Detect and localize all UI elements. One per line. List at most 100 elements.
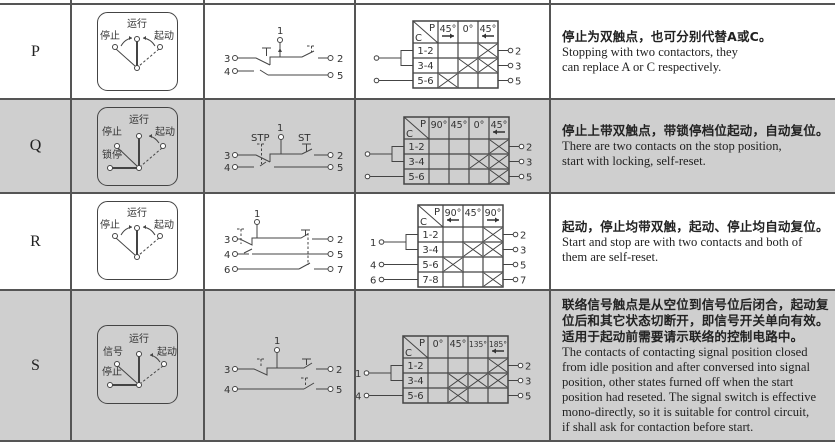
position-label-run: 运行 [127,17,147,30]
grid-line [70,0,72,442]
position-label-start: 起动 [154,30,174,42]
closed-contact-mark [443,257,463,272]
closed-contact-mark [468,373,488,388]
position-diagram: 运行 停止 起动 锁停 [97,107,178,186]
closed-contact-mark [448,388,468,403]
contact-row-label: 5-6 [407,391,423,402]
terminal-label: 2 [520,231,526,242]
bracket-lead [390,365,403,381]
terminal-icon [373,55,380,61]
corner-label-c: C [415,33,422,44]
arrow-head-icon [447,217,451,223]
terminal-label: 6 [370,276,376,287]
column-header: 45° [465,208,482,219]
terminal-label: 3 [224,235,230,246]
description-en: from idle position and after conversed i… [562,359,810,374]
description: 停止为双触点，也可分别代替A或C。 Stopping with two cont… [562,4,830,99]
closed-contact-mark [488,373,508,388]
terminal-icon [507,47,514,54]
description-en: There are two contacts on the stop posit… [562,139,782,153]
terminal-label: 2 [526,143,532,154]
corner-label-c: C [406,129,413,140]
corner-diagonal [417,204,444,228]
terminal-label: 3 [520,246,526,257]
description-en: Stopping with two contactors, they [562,44,738,59]
terminal-icon [363,392,370,399]
circuit-diagram: 1 3 2 4 5 6 7 [224,209,343,276]
position-label-stop: 停止 [100,218,120,231]
bracket-lead [391,146,404,162]
row-code: Q [29,137,42,154]
contact-row-label: 5-6 [408,172,424,183]
row-code: R [30,232,41,250]
row-code: S [31,356,40,374]
terminal-label: 3 [224,365,230,376]
position-diagram: 运行 信号 起动 停止 [97,325,178,404]
corner-label-p: P [419,338,425,349]
contact-row-label: 1-2 [407,361,423,372]
arrow-head-icon [492,348,496,354]
table-frame [412,20,499,89]
description-cn: 联络信号触点是从空位到信号位后闭合，起动复位后和其它状态切断开，即信号开关单向有… [562,296,829,344]
closed-contact-mark [488,358,508,373]
grid-line [0,3,835,5]
terminal-label: 2 [337,54,343,65]
terminal-icon [512,261,519,268]
terminal-label: 7 [520,276,526,287]
description-en: if shall ask for contaction before start… [562,419,754,434]
column-header: 135° [469,340,487,349]
arrow-head-icon [450,33,454,39]
description-en: them are self-reset. [562,249,659,264]
column-header: 0° [433,339,444,350]
grid-line [354,0,356,442]
terminal-icon [378,276,385,283]
terminal-label: 7 [337,265,343,276]
column-header: 45° [451,120,468,131]
corner-diagonal [402,335,429,359]
terminal-label: 5 [515,77,521,88]
bracket-lead [405,234,418,250]
column-header: 45° [450,339,467,350]
contact-row-label: 3-4 [408,157,424,168]
column-header: 45° [440,24,457,35]
terminal-label: 5 [525,392,531,403]
row-code: P [31,42,40,60]
description-cn: 停止上带双触点，带锁停档位起动，自动复位。 [562,123,829,138]
position-label-stop: 停止 [102,365,122,378]
contact-row-label: 1-2 [417,46,433,57]
column-header: 185° [489,340,507,349]
corner-diagonal [412,20,439,44]
description-cn: 起动，停止均带双触，起动、停止均自动复位。 [562,218,829,234]
corner-label-p: P [429,23,435,34]
description-en: start with locking, self-reset. [562,154,706,168]
terminal-label: 3 [224,151,230,162]
terminal-label: 3 [526,158,532,169]
description: 停止上带双触点，带锁停档位起动，自动复位。 There are two cont… [562,99,830,193]
closed-contact-mark [483,242,503,257]
terminal-label: 2 [525,362,531,373]
terminal-icon [378,239,385,245]
terminal-icon [378,261,385,268]
contact-row-label: 3-4 [417,61,433,72]
description: 联络信号触点是从空位到信号位后闭合，起动复位后和其它状态切断开，即信号开关单向有… [562,290,830,441]
closed-contact-mark [438,73,458,88]
terminal-label: 1 [277,123,283,134]
description-cn: 停止为双触点，也可分别代替A或C。 [562,28,772,44]
terminal-label: 1 [277,26,283,37]
column-header: 45° [480,24,497,35]
corner-label-c: C [405,348,412,359]
description-en: can replace A or C respectively. [562,59,722,74]
contact-label-st: ST [298,133,311,144]
terminal-icon [507,77,514,84]
terminal-icon [507,62,514,69]
terminal-label: 5 [337,163,343,174]
position-label-signal: 信号 [103,346,123,358]
description-en: The contacts of contacting signal positi… [562,344,808,359]
position-label-stop: 停止 [102,125,122,138]
corner-label-p: P [434,207,440,218]
terminal-label: 1 [274,336,280,347]
corner-label-p: P [420,119,426,130]
circuit-diagram: 1 3 2 4 5 [224,26,343,82]
